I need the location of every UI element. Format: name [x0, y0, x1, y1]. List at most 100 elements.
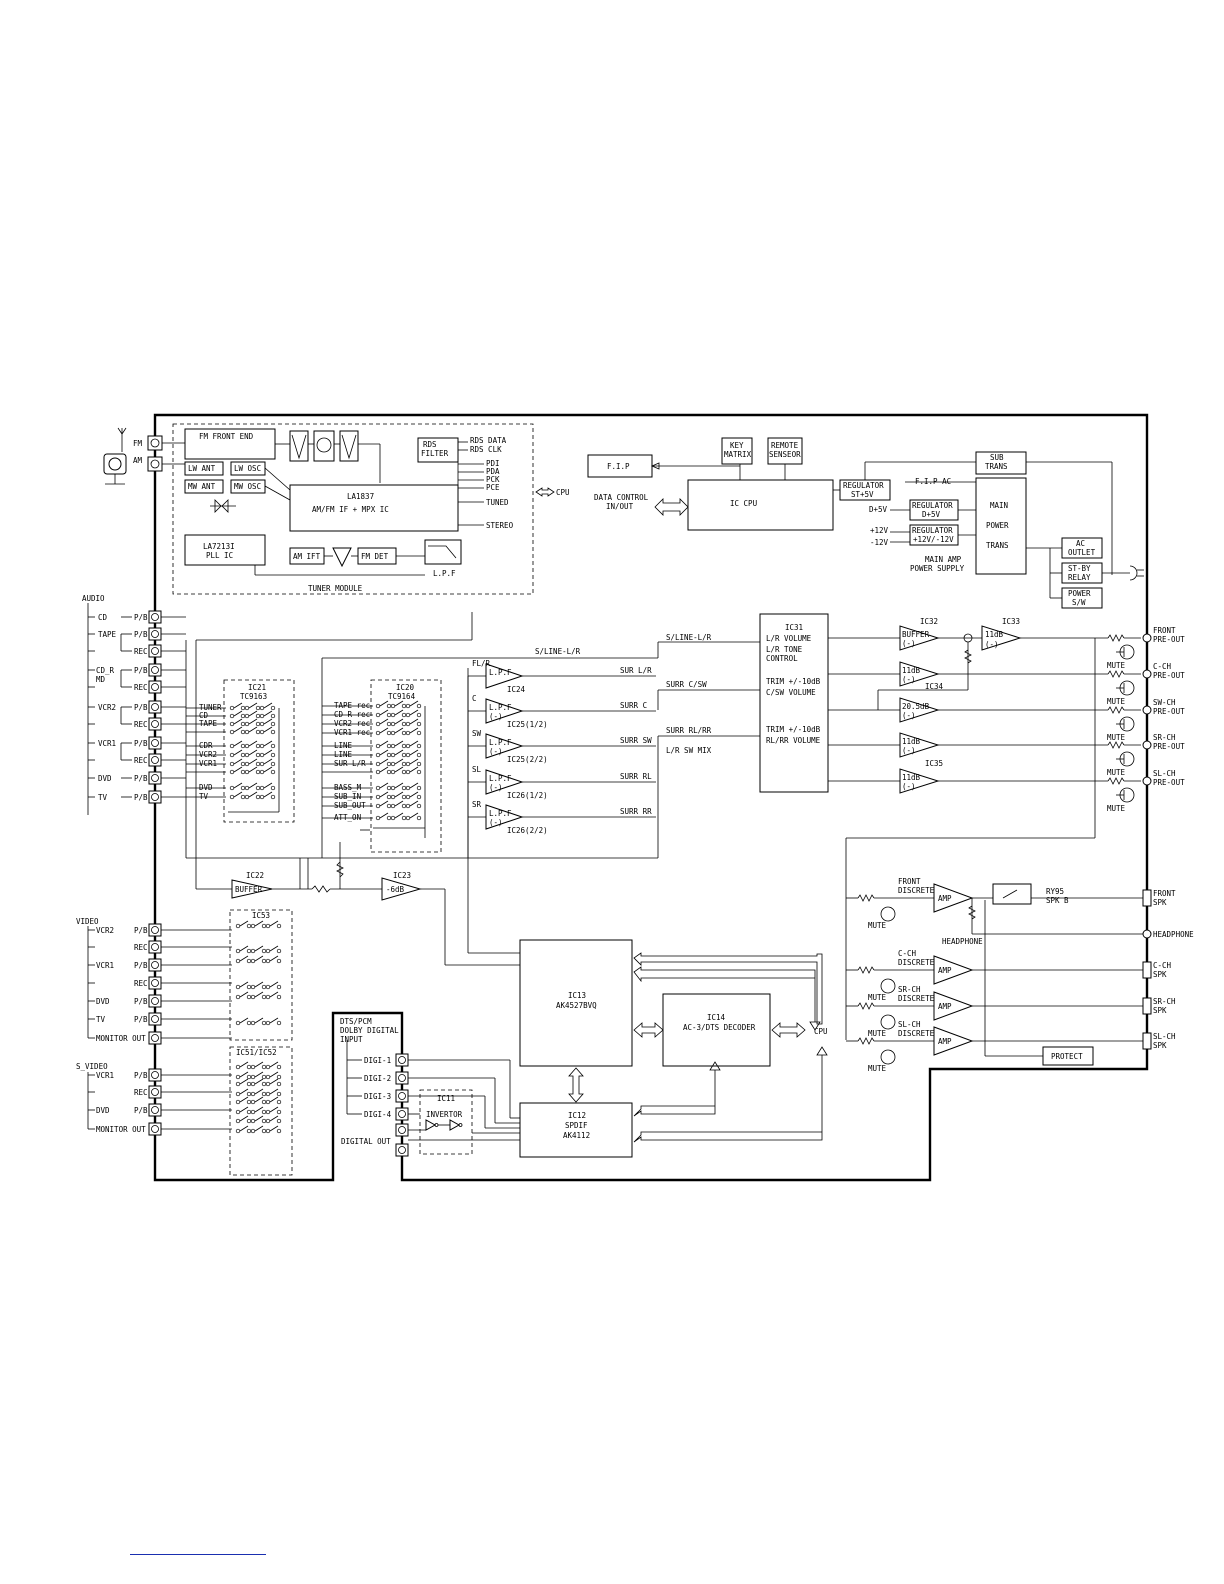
- audio-input-jack[interactable]: [148, 771, 162, 785]
- audio-jack-label: REC: [134, 683, 148, 692]
- ic23-label: IC23: [393, 871, 411, 880]
- video-input-jack[interactable]: [148, 976, 162, 990]
- pda-label: PDA: [486, 467, 500, 476]
- invertor-label: INVERTOR: [426, 1110, 463, 1119]
- preout-minus-label: (-): [902, 782, 916, 791]
- amp-label: AMP: [938, 966, 952, 975]
- lpf-ic-label: IC26(2/2): [507, 826, 548, 835]
- digital-input-label: DIGI-2: [364, 1074, 391, 1083]
- mute-label: MUTE: [1107, 733, 1126, 742]
- preout-gain-label: BUFFER: [902, 630, 930, 639]
- chassis-outline: [153, 413, 1149, 1182]
- fm-jack[interactable]: [147, 435, 163, 451]
- s-video-input-jack[interactable]: [148, 1085, 162, 1099]
- audio-input-jack[interactable]: [148, 700, 162, 714]
- video-input-jack[interactable]: [148, 994, 162, 1008]
- speaker-terminal[interactable]: [1142, 889, 1152, 907]
- audio-jack-label: P/B: [134, 630, 148, 639]
- mw-ant-label: MW ANT: [188, 482, 216, 491]
- ic20-input-label: BASS_M: [334, 783, 362, 792]
- preout-jack[interactable]: [1142, 669, 1152, 679]
- audio-source-label: TAPE: [98, 630, 117, 639]
- preout-jack[interactable]: [1142, 705, 1152, 715]
- audio-input-jack[interactable]: [148, 753, 162, 767]
- video-input-jack[interactable]: [148, 923, 162, 937]
- preout-gain-label: 11dB: [902, 737, 921, 746]
- speaker-terminal[interactable]: [1142, 997, 1152, 1015]
- am-jack[interactable]: [147, 456, 163, 472]
- digital-input-jack[interactable]: [395, 1107, 409, 1121]
- video-input-jack[interactable]: [148, 940, 162, 954]
- lpf-ic-label: IC24: [507, 685, 526, 694]
- digital-input-jack[interactable]: [395, 1071, 409, 1085]
- d5-label: D+5V: [869, 505, 888, 514]
- audio-header: AUDIO: [82, 594, 105, 603]
- lpf-minus-label: (-): [489, 783, 503, 792]
- lpf-minus-label: (-): [489, 747, 503, 756]
- mute-label: MUTE: [1107, 768, 1126, 777]
- m12-label: -12V: [870, 538, 889, 547]
- digital-out-jack[interactable]: [395, 1123, 409, 1137]
- audio-input-jack[interactable]: [148, 663, 162, 677]
- s-video-header: S_VIDEO: [76, 1062, 108, 1071]
- protect-label: PROTECT: [1051, 1052, 1083, 1061]
- preout-jack[interactable]: [1142, 740, 1152, 750]
- preout-minus-label: (-): [902, 746, 916, 755]
- lpf-signal-label: SURR C: [620, 701, 647, 710]
- audio-input-jack[interactable]: [148, 790, 162, 804]
- lpf-channel-label: SR: [472, 800, 482, 809]
- digital-input-jack[interactable]: [395, 1053, 409, 1067]
- ic20-input-label: VCR2 rec: [334, 719, 370, 728]
- video-input-jack[interactable]: [148, 1031, 162, 1045]
- ic21-input-label: VCR2: [199, 750, 217, 759]
- ic32-label: IC32: [920, 617, 938, 626]
- video-input-jack[interactable]: [148, 1012, 162, 1026]
- preout-jack[interactable]: [1142, 633, 1152, 643]
- preout-minus-label: (-): [902, 675, 916, 684]
- digital-input-jack[interactable]: [395, 1089, 409, 1103]
- speaker-terminal[interactable]: [1142, 1032, 1152, 1050]
- audio-input-jack[interactable]: [148, 627, 162, 641]
- s-video-input-jack[interactable]: [148, 1122, 162, 1136]
- s-video-input-jack[interactable]: [148, 1068, 162, 1082]
- rds-clk-label: RDS CLK: [470, 445, 502, 454]
- s-video-input-jack[interactable]: [148, 1103, 162, 1117]
- ic21-input-label: VCR1: [199, 759, 217, 768]
- video-input-jack[interactable]: [148, 958, 162, 972]
- digital-out-label: DIGITAL OUT: [341, 1137, 391, 1146]
- headphone-jack[interactable]: [1142, 929, 1152, 939]
- ic20-input-label: ATT_ON: [334, 813, 361, 822]
- preout-jack[interactable]: [1142, 776, 1152, 786]
- headphone-label: HEADPHONE: [942, 937, 983, 946]
- video-jack-label: REC: [134, 979, 148, 988]
- ic21-input-label: DVD: [199, 783, 213, 792]
- ic35-label: IC35: [925, 759, 943, 768]
- audio-input-jack[interactable]: [148, 736, 162, 750]
- audio-jack-label: P/B: [134, 793, 148, 802]
- digital-out-jack[interactable]: [395, 1143, 409, 1157]
- audio-input-jack[interactable]: [148, 644, 162, 658]
- audio-input-jack[interactable]: [148, 680, 162, 694]
- speaker-terminal[interactable]: [1142, 961, 1152, 979]
- lpf-channel-label: FL/R: [472, 659, 491, 668]
- mute-label: MUTE: [868, 1064, 887, 1073]
- audio-input-jack[interactable]: [148, 717, 162, 731]
- audio-input-jack[interactable]: [148, 610, 162, 624]
